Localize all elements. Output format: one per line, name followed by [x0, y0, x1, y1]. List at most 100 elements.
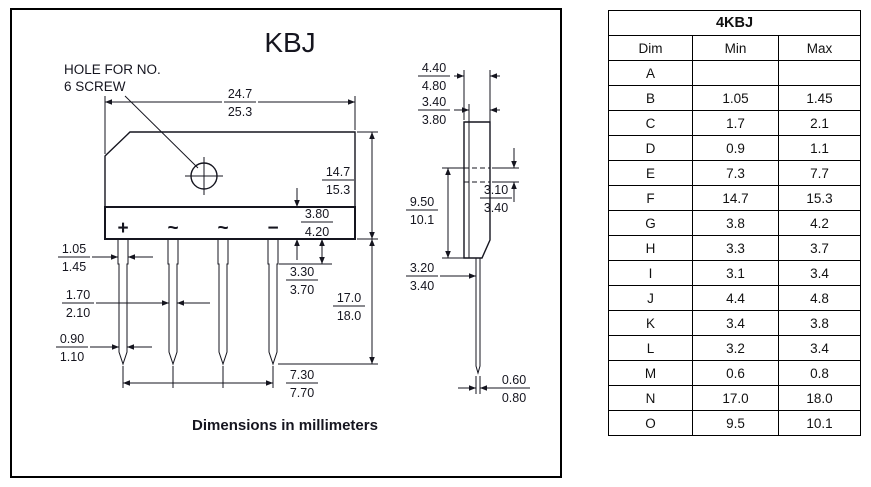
dim-max-label: 7.70	[290, 386, 314, 400]
dim-side-offset: 3.20 3.40	[406, 261, 476, 293]
dim-cell: J	[608, 285, 693, 311]
pin-2	[167, 238, 179, 366]
dim-min-label: 0.90	[60, 332, 84, 346]
table-title: 4KBJ	[608, 10, 861, 36]
dim-min-label: 24.7	[228, 87, 252, 101]
side-body-outline	[463, 121, 491, 259]
dim-cell: I	[608, 260, 693, 286]
col-header-dim: Dim	[608, 35, 693, 61]
terminal-ac2: ~	[217, 218, 228, 239]
dim-min-label: 9.50	[410, 195, 434, 209]
dim-max-label: 0.80	[502, 391, 526, 405]
extension-lines	[463, 70, 491, 122]
dim-cell: E	[608, 160, 693, 186]
terminal-plus: +	[117, 218, 128, 239]
hole-crosshair	[185, 157, 223, 195]
dim-min-label: 17.0	[337, 291, 361, 305]
dim-min-label: 3.10	[484, 183, 508, 197]
hole-label-line1: HOLE FOR NO.	[64, 62, 161, 77]
terminal-ac1: ~	[167, 218, 178, 239]
max-cell	[778, 60, 861, 86]
dim-max-label: 4.20	[305, 225, 329, 239]
dim-pin-length: 17.0 18.0	[278, 239, 378, 365]
pin-3	[217, 238, 229, 366]
dim-max-label: 3.70	[290, 283, 314, 297]
extension-lines	[122, 366, 274, 388]
drawing-caption: Dimensions in millimeters	[192, 417, 378, 434]
side-pin	[475, 258, 481, 375]
min-cell: 3.1	[692, 260, 779, 286]
table-title-row: 4KBJ	[608, 10, 861, 36]
dim-cell: A	[608, 60, 693, 86]
terminal-minus: −	[267, 218, 278, 239]
max-cell: 0.8	[778, 360, 861, 386]
drawing-title: KBJ	[264, 27, 315, 58]
dim-cell: K	[608, 310, 693, 336]
table-header-row: Dim Min Max	[608, 35, 861, 61]
package-drawing-box: KBJ HOLE FOR NO. 6 SCREW + ~ ~ −	[10, 8, 562, 478]
min-cell: 7.3	[692, 160, 779, 186]
extension-lines	[475, 376, 481, 394]
dim-max-label: 2.10	[66, 306, 90, 320]
min-cell: 9.5	[692, 410, 779, 436]
hole-label-line2: 6 SCREW	[64, 79, 126, 94]
dim-side-body: 3.40 3.80	[418, 95, 500, 127]
dim-min-label: 7.30	[290, 368, 314, 382]
max-cell: 4.2	[778, 210, 861, 236]
dim-side-height: 9.50 10.1	[406, 167, 464, 259]
max-cell: 2.1	[778, 110, 861, 136]
dim-hole-depth: 3.10 3.40	[480, 148, 519, 215]
front-view: + ~ ~ −	[104, 95, 356, 366]
max-cell: 1.45	[778, 85, 861, 111]
col-header-max: Max	[778, 35, 861, 61]
dim-min-label: 1.05	[62, 242, 86, 256]
dim-max-label: 3.40	[484, 201, 508, 215]
max-cell: 7.7	[778, 160, 861, 186]
dim-min-label: 3.30	[290, 265, 314, 279]
dim-max-label: 4.80	[422, 79, 446, 93]
min-cell: 1.05	[692, 85, 779, 111]
dim-max-label: 10.1	[410, 213, 434, 227]
max-cell: 3.4	[778, 260, 861, 286]
extension-lines	[357, 131, 378, 240]
table-row: A	[608, 60, 861, 86]
max-cell: 1.1	[778, 135, 861, 161]
min-cell: 3.8	[692, 210, 779, 236]
dim-cell: H	[608, 235, 693, 261]
dim-cell: D	[608, 135, 693, 161]
dim-cell: G	[608, 210, 693, 236]
dim-min-label: 4.40	[422, 61, 446, 75]
min-cell: 1.7	[692, 110, 779, 136]
max-cell: 18.0	[778, 385, 861, 411]
pin-1	[117, 238, 129, 366]
hidden-hole-lines	[464, 167, 490, 183]
dim-max-label: 3.80	[422, 113, 446, 127]
max-cell: 4.8	[778, 285, 861, 311]
col-header-min: Min	[692, 35, 779, 61]
max-cell: 10.1	[778, 410, 861, 436]
min-cell: 0.6	[692, 360, 779, 386]
terminal-strip	[104, 206, 356, 240]
min-cell: 4.4	[692, 285, 779, 311]
dim-max-label: 25.3	[228, 105, 252, 119]
min-cell: 0.9	[692, 135, 779, 161]
dim-cell: C	[608, 110, 693, 136]
front-body-outline	[104, 131, 356, 208]
dim-max-label: 3.40	[410, 279, 434, 293]
min-cell	[692, 60, 779, 86]
dim-pin-width: 1.05 1.45	[58, 242, 153, 274]
dim-min-label: 3.40	[422, 95, 446, 109]
min-cell: 3.2	[692, 335, 779, 361]
